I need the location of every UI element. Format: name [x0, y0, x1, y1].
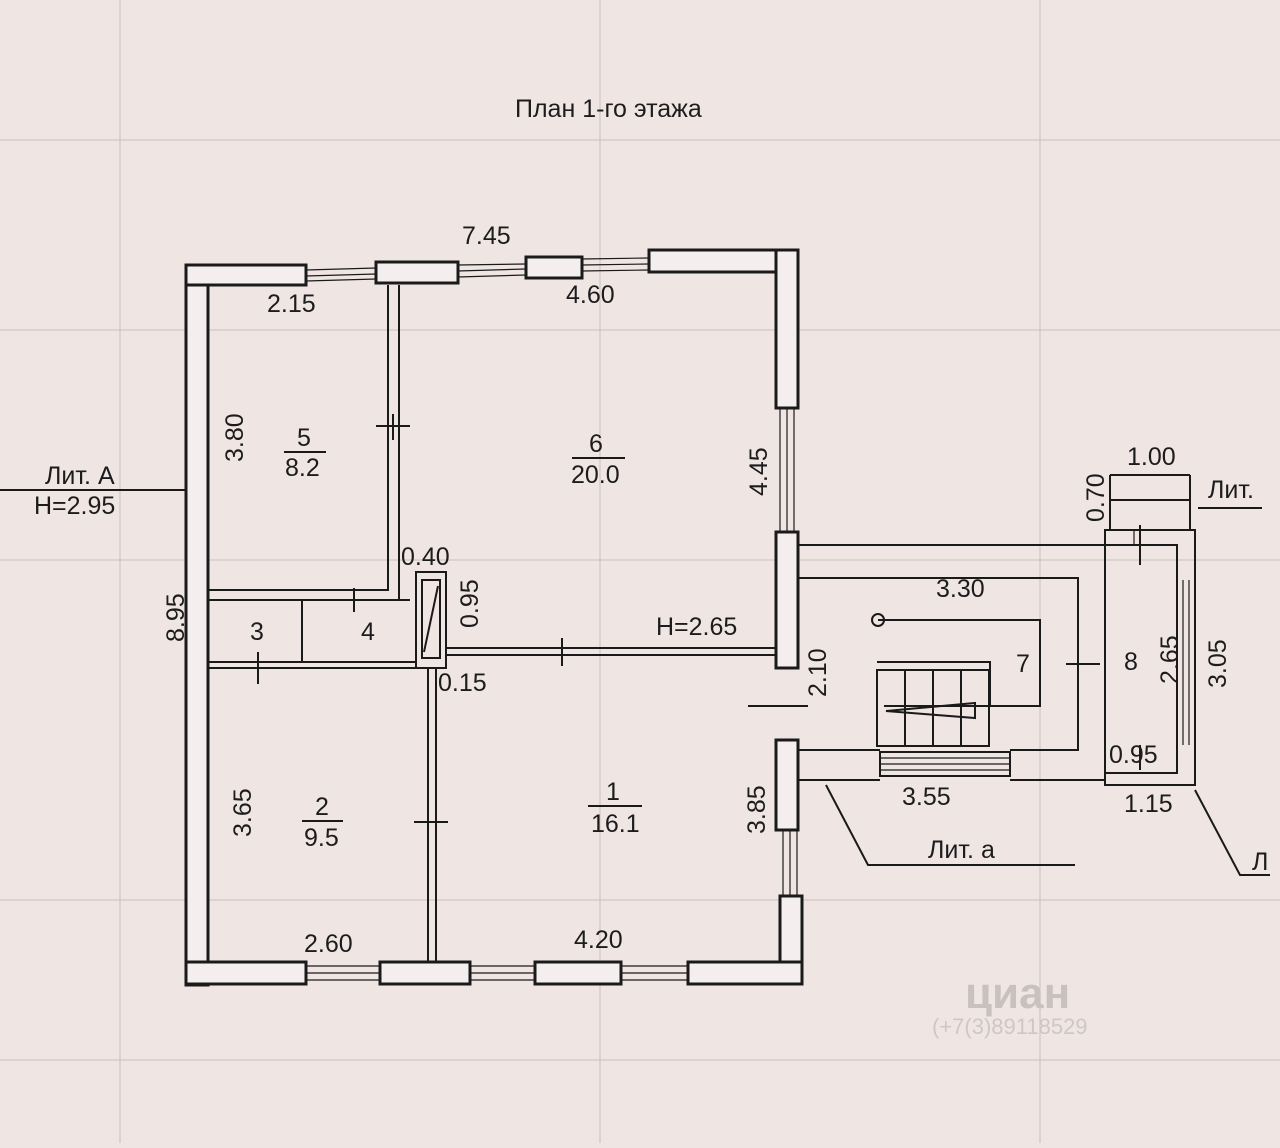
room-6-area: 20.0: [571, 461, 620, 489]
dim-chimney-width: 0.40: [401, 543, 450, 571]
room-5-area: 8.2: [285, 454, 320, 482]
porch: [1104, 474, 1196, 786]
dim-chimney-offset: 0.15: [438, 669, 487, 697]
room-7-number: 7: [1016, 650, 1030, 678]
dim-room8-depth: 2.65: [1156, 635, 1184, 684]
watermark-phone: (+7(3)89118529: [932, 1014, 1088, 1039]
interior-walls: [208, 285, 808, 962]
room-1-area: 16.1: [591, 810, 640, 838]
room-2-area: 9.5: [304, 824, 339, 852]
liter-right-label: Лит.: [1208, 476, 1254, 504]
dim-room1-depth: 3.85: [743, 785, 771, 834]
dim-porch-width: 1.00: [1127, 443, 1176, 471]
dim-room5-depth: 3.80: [221, 413, 249, 462]
dim-room8-outer: 3.05: [1204, 639, 1232, 688]
room-4-number: 4: [361, 618, 375, 646]
room-5-number: 5: [297, 424, 311, 452]
plan-title: План 1-го этажа: [515, 95, 702, 123]
labels: Лит. А Н=2.95 7.45 2.15 4.60 3.80 4.45 8…: [34, 222, 1268, 958]
dim-room8-width: 0.95: [1109, 741, 1158, 769]
room-8-number: 8: [1124, 648, 1138, 676]
watermark-brand: циан: [965, 969, 1070, 1018]
dim-porch-depth: 0.70: [1082, 473, 1110, 522]
dim-room2-depth: 3.65: [229, 788, 257, 837]
dim-chimney-depth: 0.95: [456, 579, 484, 628]
inner-height: Н=2.65: [656, 613, 737, 641]
dim-door-span: 2.10: [804, 648, 832, 697]
dim-room1-width: 4.20: [574, 926, 623, 954]
dim-veranda-inner: 3.55: [902, 783, 951, 811]
dim-overall-width: 7.45: [462, 222, 511, 250]
windows: [305, 257, 798, 981]
room-6-number: 6: [589, 430, 603, 458]
outer-walls: [184, 248, 804, 987]
dim-room6-width: 4.60: [566, 281, 615, 309]
leader-lines: [0, 489, 1270, 876]
dim-veranda-width: 3.30: [936, 575, 985, 603]
dim-overall-depth: 8.95: [162, 593, 190, 642]
watermark: циан (+7(3)89118529: [932, 969, 1088, 1039]
room-3-number: 3: [250, 618, 264, 646]
room-2-number: 2: [315, 793, 329, 821]
liter-a-small-label: Лит. а: [928, 836, 995, 864]
liter-right-letter: Л: [1252, 848, 1268, 876]
liter-a-height: Н=2.95: [34, 492, 115, 520]
room-1-number: 1: [606, 778, 620, 806]
liter-a-label: Лит. А: [45, 462, 115, 490]
dim-room2-width: 2.60: [304, 930, 353, 958]
dim-room6-depth: 4.45: [745, 447, 773, 496]
dim-room5-width: 2.15: [267, 290, 316, 318]
dim-room8-outer-width: 1.15: [1124, 790, 1173, 818]
